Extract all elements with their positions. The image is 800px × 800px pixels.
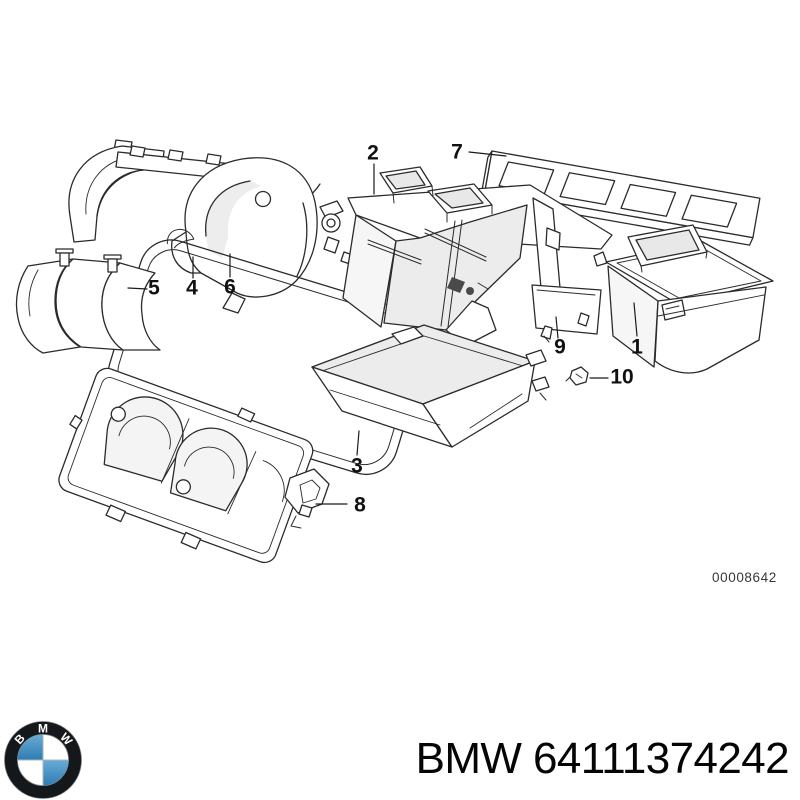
part-8-cover-plate	[58, 367, 330, 564]
part-2-heater-housing	[319, 166, 613, 347]
diagram-image-number: 00008642	[712, 570, 777, 585]
callout-leader-lines	[127, 151, 638, 505]
brand-part-number: BMW 64111374242	[415, 734, 790, 783]
part-callout-1: 1	[631, 335, 643, 359]
part-10-clip	[565, 366, 589, 386]
part-3-lower-duct	[311, 324, 550, 448]
heater-unit-line-art	[15, 139, 774, 564]
part-9-side-panel	[531, 284, 602, 343]
bmw-logo-icon: B M W	[4, 721, 82, 799]
logo-letter-m: M	[38, 722, 48, 736]
part-callout-10: 10	[610, 365, 634, 389]
part-1-distribution-box	[593, 224, 774, 374]
part-callout-2: 2	[367, 141, 379, 165]
part-callout-5: 5	[148, 276, 160, 300]
part-5-air-duct	[15, 248, 161, 354]
part-callout-7: 7	[451, 140, 463, 164]
part-callout-8: 8	[354, 493, 366, 517]
part-callout-6: 6	[224, 275, 236, 299]
part-callout-9: 9	[554, 335, 566, 359]
part-callout-4: 4	[186, 276, 198, 300]
part-callout-3: 3	[351, 454, 363, 478]
